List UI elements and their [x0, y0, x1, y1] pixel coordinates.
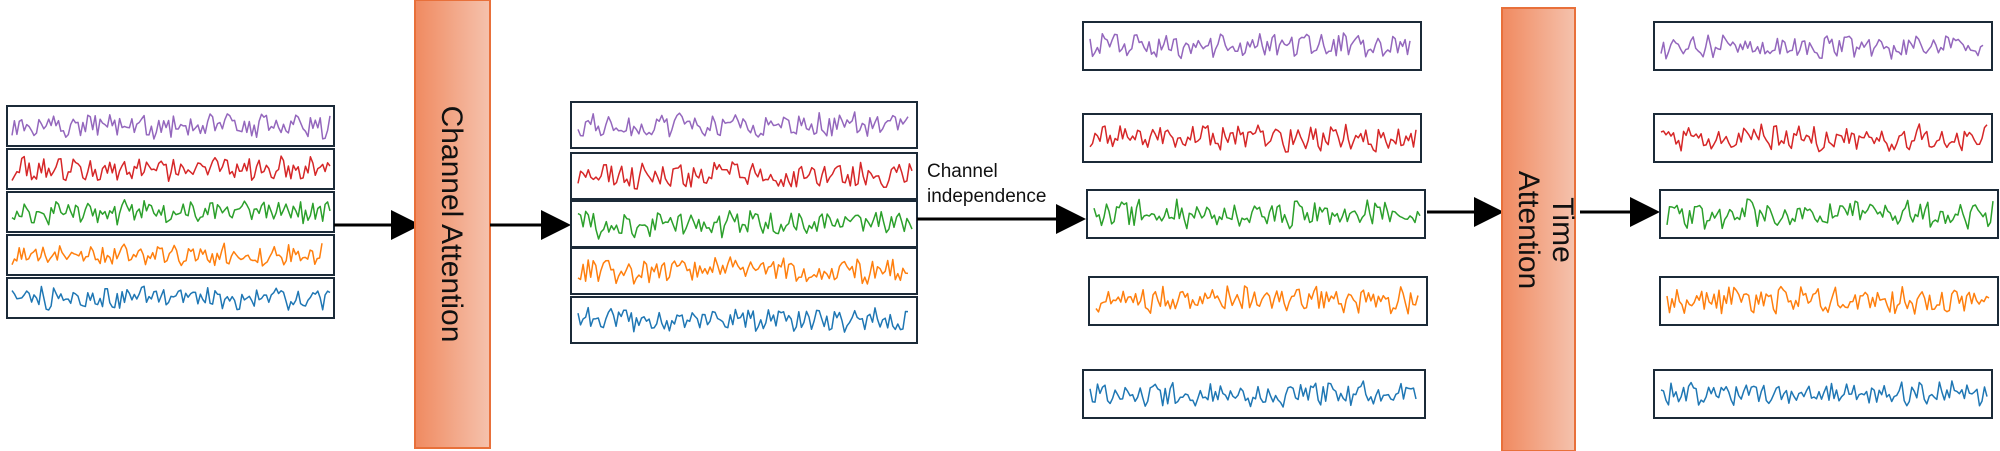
channel-attended-series-stack	[570, 101, 918, 344]
time-attention-label-line1: Time	[1546, 197, 1579, 263]
time-attention-label-line2: Attention	[1512, 171, 1545, 289]
channel-independence-label: Channel independence	[927, 161, 1046, 207]
input-series-stack	[6, 105, 335, 319]
attended-series-purple	[570, 101, 918, 149]
output-series-red	[1653, 113, 1993, 163]
output-series-green	[1659, 189, 1999, 239]
output-series-purple	[1653, 21, 1993, 71]
attended-series-green	[570, 200, 918, 248]
independent-series-orange	[1088, 276, 1428, 326]
channel-independence-line1: Channel	[927, 161, 998, 182]
attended-series-blue	[570, 296, 918, 344]
channel-attention-block: Channel Attention	[414, 0, 491, 449]
output-series	[1653, 21, 1999, 419]
independent-series-red	[1082, 113, 1422, 163]
channel-independence-line2: independence	[927, 186, 1046, 207]
input-series-blue	[6, 277, 335, 319]
input-series-red	[6, 148, 335, 190]
channel-attention-label: Channel Attention	[435, 106, 468, 343]
time-attention-block: Time Attention	[1501, 7, 1579, 451]
input-series-green	[6, 191, 335, 233]
attended-series-orange	[570, 247, 918, 295]
output-series-blue	[1653, 369, 1993, 419]
independent-series-blue	[1082, 369, 1426, 419]
input-series-orange	[6, 234, 335, 276]
independent-series-purple	[1082, 21, 1422, 71]
attended-series-red	[570, 152, 918, 200]
independent-channels	[1082, 21, 1428, 419]
output-series-orange	[1659, 276, 1999, 326]
independent-series-green	[1086, 189, 1426, 239]
input-series-purple	[6, 105, 335, 147]
